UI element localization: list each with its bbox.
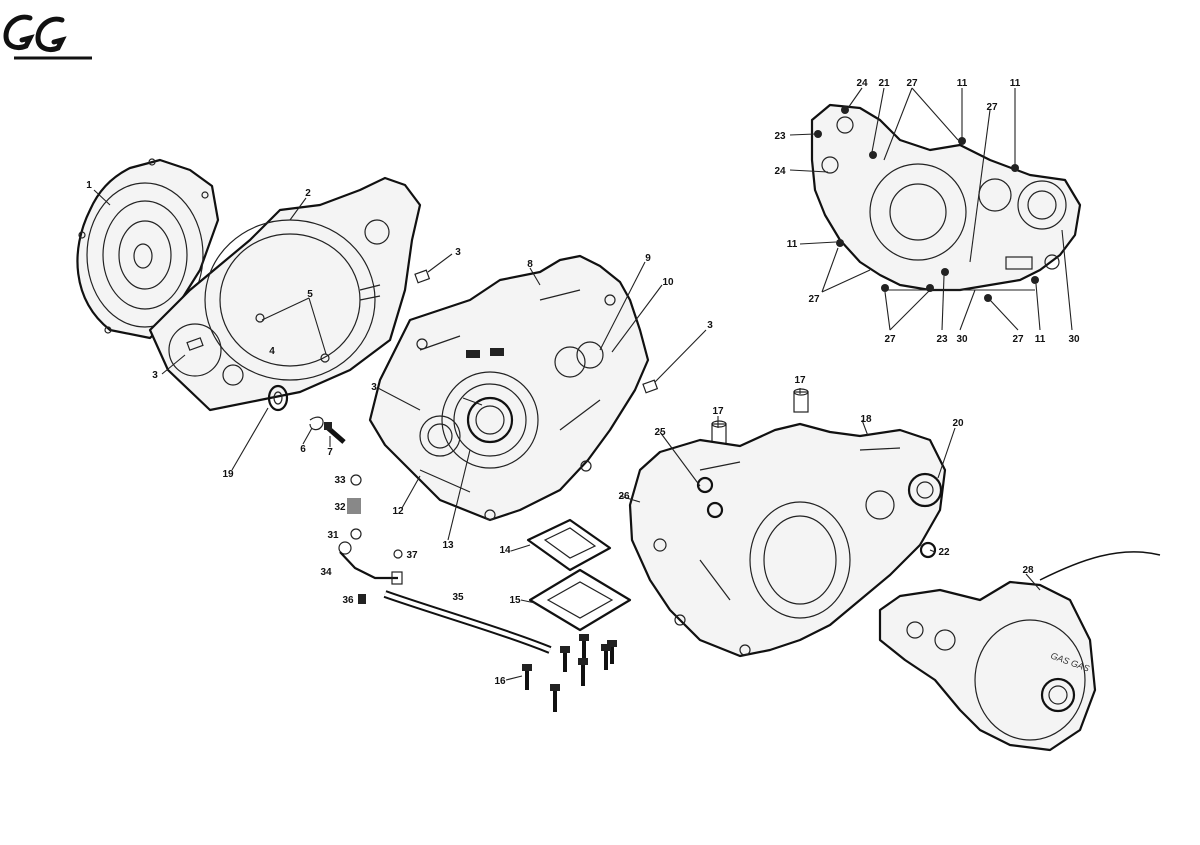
inset-callout-21: 21 [878,78,890,89]
callout-25: 25 [654,427,666,438]
callout-13: 13 [442,540,454,551]
brand-logo: GG [3,14,92,60]
inset-callout-11: 11 [787,239,798,250]
callout-9: 9 [645,253,651,264]
leader-lines [93,87,1073,681]
inset-callout-30: 30 [956,334,968,345]
seals-right [919,541,937,559]
callout-labels: 1 2 3 3 3 3 4 5 6 7 8 9 10 12 13 14 15 1… [86,78,1080,687]
inset-callout-11: 11 [1035,334,1046,345]
callout-14: 14 [499,545,511,556]
inset-callout-23: 23 [774,131,786,142]
callout-34: 34 [320,567,332,578]
callout-37: 37 [406,550,418,561]
callout-17: 17 [794,375,806,386]
inset-callout-27: 27 [884,334,896,345]
callout-2: 2 [305,188,311,199]
callout-15: 15 [509,595,521,606]
callout-26: 26 [618,491,630,502]
inset-callout-27: 27 [906,78,918,89]
small-parts-left [186,269,659,444]
inset-callout-11: 11 [957,78,968,89]
inset-callout-11: 11 [1010,78,1021,89]
callout-33: 33 [334,475,346,486]
callout-6: 6 [300,444,306,455]
callout-5: 5 [307,289,313,300]
callout-3: 3 [707,320,713,331]
callout-3: 3 [152,370,158,381]
callout-3: 3 [371,382,377,393]
callout-35: 35 [452,592,464,603]
inset-callout-24: 24 [774,166,786,177]
inset-callout-30: 30 [1068,334,1080,345]
callout-1: 1 [86,180,92,191]
intake-gaskets [526,518,632,632]
callout-7: 7 [327,447,333,458]
callout-22: 22 [938,547,950,558]
inset-crankcase-bolt-view [810,103,1082,302]
callout-31: 31 [327,530,339,541]
dowel-pins [711,388,809,445]
callout-16: 16 [494,676,506,687]
right-crankcase-half [628,422,947,658]
callout-4: 4 [269,346,275,357]
callout-32: 32 [334,502,346,513]
inset-callout-23: 23 [936,334,948,345]
inset-callout-27: 27 [986,102,998,113]
left-crankcase-half [368,254,650,522]
inset-callout-24: 24 [856,78,868,89]
callout-12: 12 [392,506,404,517]
oil-line-parts [338,474,552,654]
callout-28: 28 [1022,565,1034,576]
ignition-cover: GAS GAS [878,551,1161,752]
inset-callout-27: 27 [808,294,820,305]
callout-19: 19 [222,469,234,480]
callout-10: 10 [662,277,674,288]
callout-20: 20 [952,418,964,429]
callout-3: 3 [455,247,461,258]
callout-36: 36 [342,595,354,606]
bolts-group [522,634,617,712]
callout-8: 8 [527,259,533,270]
inset-callout-27: 27 [1012,334,1024,345]
callout-17: 17 [712,406,724,417]
callout-18: 18 [860,414,872,425]
